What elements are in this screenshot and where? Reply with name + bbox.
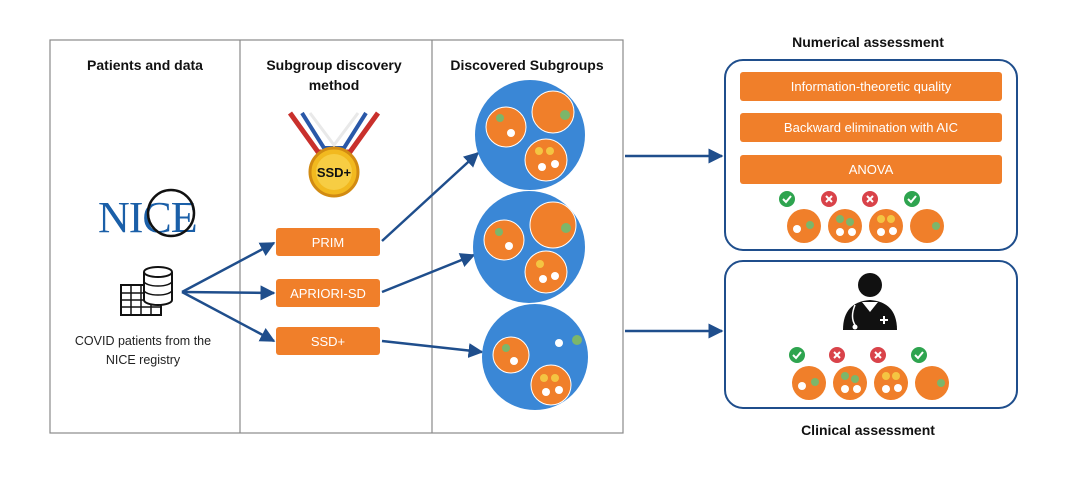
- method-label-prim: PRIM: [312, 235, 345, 250]
- numerical-item-backward: Backward elimination with AIC: [740, 113, 1002, 142]
- method-box-apriori-sd[interactable]: APRIORI-SD: [276, 279, 380, 307]
- medal-label: SSD+: [317, 165, 352, 180]
- method-box-prim[interactable]: PRIM: [276, 228, 380, 256]
- clinical-subgroup-4: [915, 366, 949, 400]
- numerical-subgroup-4: [910, 209, 944, 243]
- method-box-ssd[interactable]: SSD+: [276, 327, 380, 355]
- numerical-subgroup-3: [869, 209, 903, 243]
- arrow-data-to-prim: [181, 241, 276, 294]
- check-icon: [904, 191, 920, 207]
- numerical-subgroup-2: [828, 209, 862, 243]
- check-icon: [789, 347, 805, 363]
- method-label-ssd: SSD+: [311, 334, 345, 349]
- numerical-item-information: Information-theoretic quality: [740, 72, 1002, 101]
- check-icon: [911, 347, 927, 363]
- cross-icon: [862, 191, 878, 207]
- cross-icon: [829, 347, 845, 363]
- numerical-item-anova: ANOVA: [740, 155, 1002, 184]
- method-label-apriori-sd: APRIORI-SD: [290, 286, 366, 301]
- numerical-item-label-1: Backward elimination with AIC: [784, 120, 958, 135]
- patients-title: Patients and data: [87, 57, 203, 73]
- subgroup-cluster-prim: [475, 80, 585, 190]
- discovered-title: Discovered Subgroups: [450, 57, 603, 73]
- arrow-apriori-to-subgroups: [381, 253, 476, 294]
- data-caption-line1: COVID patients from the: [75, 334, 211, 348]
- clinical-subgroup-2: [833, 366, 867, 400]
- arrow-prim-to-subgroups: [381, 151, 480, 242]
- subgroup-cluster-ssd: [482, 304, 588, 410]
- nice-logo: NICE: [98, 188, 198, 242]
- clinical-subgroup-3: [874, 366, 908, 400]
- numerical-item-label-2: ANOVA: [849, 162, 894, 177]
- clinical-title: Clinical assessment: [801, 422, 935, 438]
- check-icon: [779, 191, 795, 207]
- numerical-title: Numerical assessment: [792, 34, 944, 50]
- cross-icon: [870, 347, 886, 363]
- medal-icon: SSD+: [287, 111, 381, 198]
- method-title-line2: method: [309, 77, 360, 93]
- cross-icon: [821, 191, 837, 207]
- arrow-ssd-to-subgroups: [381, 339, 484, 358]
- data-caption-line2: NICE registry: [106, 353, 181, 367]
- numerical-item-label-0: Information-theoretic quality: [791, 79, 952, 94]
- arrow-data-to-ssd: [181, 290, 276, 343]
- numerical-subgroup-1: [787, 209, 821, 243]
- subgroup-cluster-apriori-sd: [473, 191, 585, 303]
- arrow-data-to-apriori: [181, 285, 276, 301]
- method-title-line1: Subgroup discovery: [266, 57, 402, 73]
- clinical-subgroup-1: [792, 366, 826, 400]
- database-icon: [143, 266, 173, 306]
- doctor-icon: [843, 273, 897, 330]
